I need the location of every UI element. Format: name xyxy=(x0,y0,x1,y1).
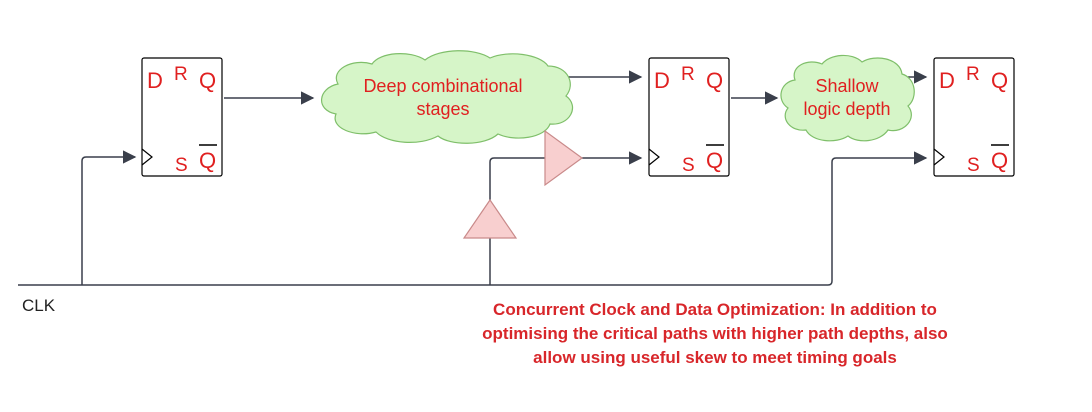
clock-buffer-horizontal-icon xyxy=(544,129,584,187)
q-pin: Q xyxy=(991,68,1008,93)
clock-buffer-vertical-icon xyxy=(462,198,518,239)
shallow-logic-cloud: Shallow logic depth xyxy=(780,54,915,142)
q-pin: Q xyxy=(199,68,216,93)
flipflop-1: D R Q S Q xyxy=(141,57,223,177)
s-pin: S xyxy=(967,155,980,176)
cloud-line-1: Deep combinational xyxy=(363,76,522,96)
flipflop-2: D R Q S Q xyxy=(648,57,730,177)
s-pin: S xyxy=(682,155,695,176)
clock-pin-icon xyxy=(933,148,945,166)
flipflop-3: D R Q S Q xyxy=(933,57,1015,177)
d-pin: D xyxy=(939,68,955,93)
s-pin: S xyxy=(175,155,188,176)
clk-label: CLK xyxy=(22,296,56,315)
q-pin: Q xyxy=(706,68,723,93)
cloud-line-2: stages xyxy=(416,99,469,119)
qbar-pin: Q xyxy=(991,148,1008,173)
r-pin: R xyxy=(966,64,980,85)
clk-skew-wire-2 xyxy=(489,157,545,200)
cloud-icon xyxy=(780,54,915,142)
deep-combinational-cloud: Deep combinational stages xyxy=(321,50,573,144)
d-pin: D xyxy=(147,68,163,93)
cloud-line-2: logic depth xyxy=(803,99,890,119)
clk-ff1-wire xyxy=(81,150,137,285)
r-pin: R xyxy=(174,64,188,85)
qbar-pin: Q xyxy=(199,148,216,173)
cloud-icon xyxy=(321,50,573,144)
clk-main-wire xyxy=(18,151,928,286)
r-pin: R xyxy=(681,64,695,85)
cloud-line-1: Shallow xyxy=(815,76,879,96)
qbar-pin: Q xyxy=(706,148,723,173)
clock-pin-icon xyxy=(141,148,153,166)
d-pin: D xyxy=(654,68,670,93)
optimization-note: Concurrent Clock and Data Optimization: … xyxy=(482,300,948,367)
clock-pin-icon xyxy=(648,148,660,166)
